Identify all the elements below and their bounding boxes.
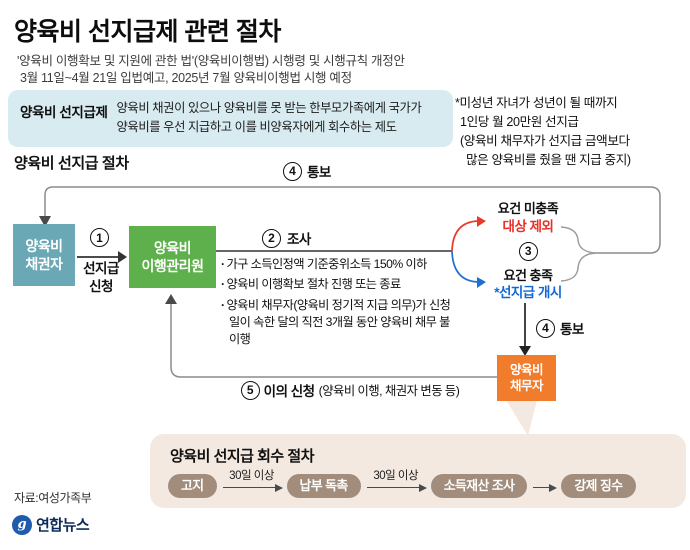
debtor-line2: 채무자 bbox=[509, 379, 544, 393]
decision-column: 요건 미충족 대상 제외 3 요건 충족 *선지급 개시 bbox=[478, 200, 578, 303]
yonhap-logo: g 연합뉴스 bbox=[12, 514, 90, 535]
reject-condition: 요건 미충족 bbox=[497, 201, 559, 216]
recovery-title: 양육비 선지급 회수 절차 bbox=[170, 448, 315, 465]
creditor-line1: 양육비 bbox=[25, 237, 63, 254]
step4-top-label: 4 통보 bbox=[283, 161, 331, 181]
agency-line1: 양육비 bbox=[153, 239, 192, 256]
step2-label: 2 조사 bbox=[262, 228, 311, 248]
yonhap-logo-text: 연합뉴스 bbox=[36, 517, 90, 534]
recovery-flow: 고지 30일 이상 납부 독촉 30일 이상 소득재산 조사 강제 징수 bbox=[168, 470, 636, 498]
reject-branch-line bbox=[451, 220, 479, 252]
arrow-head-icon bbox=[274, 483, 283, 492]
definition-desc-line1: 양육비 채권이 있으나 양육비를 못 받는 한부모가족에게 국가가 bbox=[116, 101, 422, 115]
agency-line2: 이행관리원 bbox=[141, 258, 204, 274]
recovery-step-pill: 강제 징수 bbox=[561, 474, 636, 498]
recovery-arrow: 30일 이상 bbox=[365, 470, 427, 498]
recovery-arrow: 30일 이상 bbox=[221, 470, 283, 498]
step2-text: 조사 bbox=[287, 232, 311, 247]
step4-top-text: 통보 bbox=[307, 165, 331, 180]
step5-label: 5 이의 신청 (양육비 이행, 채권자 변동 등) bbox=[225, 380, 475, 400]
definition-desc: 양육비 채권이 있으나 양육비를 못 받는 한부모가족에게 국가가 양육비를 우… bbox=[117, 99, 422, 137]
creditor-line2: 채권자 bbox=[25, 256, 63, 272]
criteria-item: 양육비 이행확보 절차 진행 또는 종료 bbox=[221, 276, 459, 293]
debtor-box: 양육비 채무자 bbox=[497, 355, 556, 401]
step1-label: 선지급 신청 bbox=[74, 260, 128, 295]
step1-label-line2: 신청 bbox=[89, 278, 113, 294]
accept-condition: 요건 충족 bbox=[503, 267, 553, 283]
recovery-box: 양육비 선지급 회수 절차 고지 30일 이상 납부 독촉 30일 이상 소득재… bbox=[150, 434, 686, 508]
arrow-head-icon bbox=[418, 483, 427, 492]
definition-box: 양육비 선지급제 양육비 채권이 있으나 양육비를 못 받는 한부모가족에게 국… bbox=[8, 90, 453, 147]
recovery-step-pill: 소득재산 조사 bbox=[430, 474, 528, 498]
note-line3: (양육비 채무자가 선지급 금액보다 bbox=[460, 133, 630, 148]
note-line2: 1인당 월 20만원 선지급 bbox=[460, 114, 579, 129]
step1-label-line1: 선지급 bbox=[83, 261, 119, 276]
yonhap-circle-icon: g bbox=[12, 514, 32, 535]
recovery-step-pill: 납부 독촉 bbox=[286, 474, 361, 498]
reject-result: 대상 제외 bbox=[502, 218, 554, 234]
criteria-item: 양육비 채무자(양육비 정기적 지급 의무)가 신청일이 속한 달의 직전 3개… bbox=[221, 297, 459, 349]
recovery-step-pill: 고지 bbox=[168, 474, 217, 498]
accept-result: *선지급 개시 bbox=[494, 285, 562, 301]
step5-arrowhead bbox=[165, 294, 177, 304]
debtor-line1: 양육비 bbox=[509, 362, 544, 377]
recovery-arrow bbox=[531, 474, 558, 498]
subtitle-line2: 3월 11일~4월 21일 입법예고, 2025년 7월 양육비이행법 시행 예… bbox=[20, 71, 352, 85]
step4-down-number: 4 bbox=[536, 318, 555, 338]
source-credit: 자료:여성가족부 bbox=[14, 491, 92, 505]
criteria-list: 가구 소득인정액 기준중위소득 150% 이하 양육비 이행확보 절차 진행 또… bbox=[221, 256, 459, 352]
step5-text: 이의 신청 bbox=[263, 384, 315, 399]
step5-number: 5 bbox=[240, 380, 260, 400]
arrow-head-icon bbox=[549, 483, 558, 492]
criteria-item: 가구 소득인정액 기준중위소득 150% 이하 bbox=[221, 256, 459, 273]
step4-down-label: 4 통보 bbox=[536, 318, 584, 338]
definition-desc-line2: 양육비를 우선 지급하고 이를 비양육자에게 회수하는 제도 bbox=[116, 120, 397, 135]
note-line4: 많은 양육비를 줬을 땐 지급 중지) bbox=[466, 152, 631, 167]
speech-pointer bbox=[506, 400, 537, 436]
step4-top-number: 4 bbox=[283, 161, 302, 181]
step5-detail: (양육비 이행, 채권자 변동 등) bbox=[318, 384, 460, 398]
note-line1: *미성년 자녀가 성년이 될 때까지 bbox=[455, 96, 618, 110]
advance-payment-note: *미성년 자녀가 성년이 될 때까지 1인당 월 20만원 선지급 (양육비 채… bbox=[455, 94, 689, 170]
creditor-box: 양육비 채권자 bbox=[13, 224, 75, 286]
recovery-interval-label: 30일 이상 bbox=[373, 470, 419, 482]
recovery-interval-label: 30일 이상 bbox=[229, 470, 274, 482]
agency-box: 양육비 이행관리원 bbox=[129, 226, 216, 288]
definition-term: 양육비 선지급제 bbox=[20, 105, 108, 120]
arrow-shaft bbox=[222, 487, 275, 488]
step4-down-text: 통보 bbox=[560, 322, 584, 337]
page-title: 양육비 선지급제 관련 절차 bbox=[14, 18, 281, 46]
arrow-shaft bbox=[366, 487, 419, 488]
step2-number: 2 bbox=[262, 228, 281, 248]
arrow-shaft bbox=[533, 487, 550, 488]
flow-section-title: 양육비 선지급 절차 bbox=[14, 155, 129, 172]
step3-number: 3 bbox=[518, 241, 538, 261]
subtitle-line1: '양육비 이행확보 및 지원에 관한 법'(양육비이행법) 시행령 및 시행규칙… bbox=[17, 54, 405, 68]
step1-number: 1 bbox=[90, 228, 109, 247]
